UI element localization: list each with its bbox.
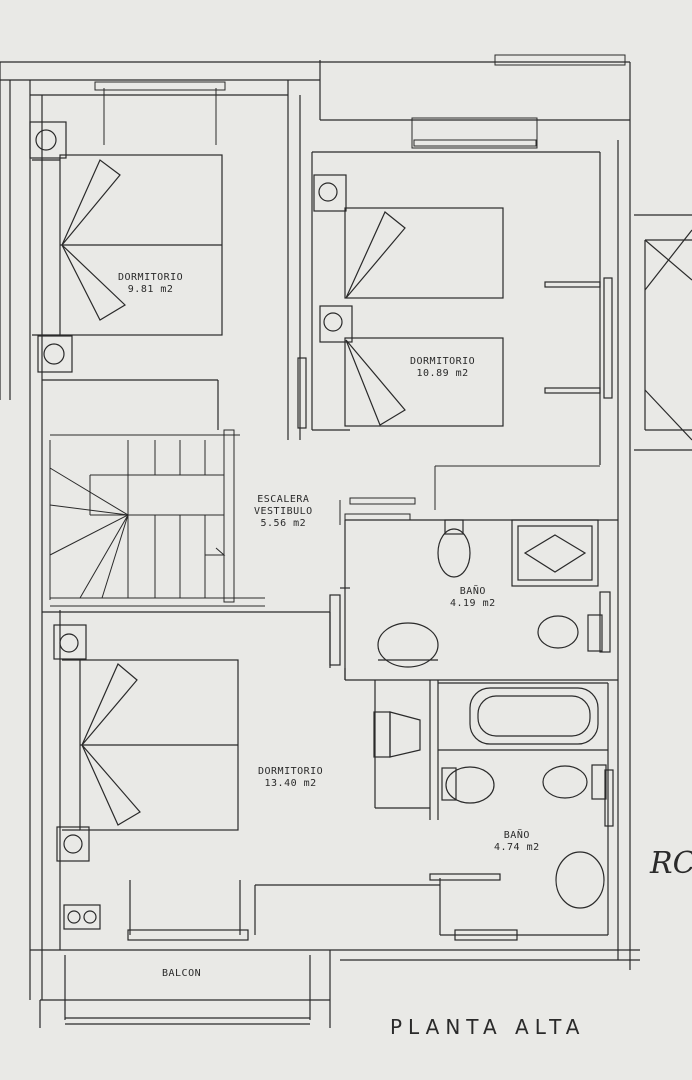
right-extension (634, 214, 692, 451)
stamp-mark: RC (650, 846, 692, 881)
room-subname: VESTIBULO (254, 506, 313, 517)
exterior-walls (0, 60, 640, 1028)
balcony (39, 955, 311, 1028)
room-area: 4.19 m2 (450, 598, 496, 609)
room-label-dormitorio-3: DORMITORIO 13.40 m2 (258, 766, 323, 790)
room-label-balcon: BALCON (162, 968, 201, 980)
room-name: BALCON (162, 968, 202, 979)
bathroom-1 (329, 519, 618, 681)
bathroom-2 (429, 682, 614, 941)
closet (373, 680, 439, 820)
room-area: 4.74 m2 (494, 842, 540, 853)
bedroom-2 (297, 151, 613, 465)
room-area: 5.56 m2 (260, 518, 307, 529)
top-windows (94, 54, 626, 149)
staircase (49, 429, 265, 607)
room-area: 10.89 m2 (416, 368, 469, 379)
room-label-escalera: ESCALERA VESTIBULO 5.56 m2 (254, 494, 313, 530)
room-area: 13.40 m2 (264, 778, 317, 789)
bedroom-3 (42, 610, 440, 950)
room-label-dormitorio-1: DORMITORIO 9.81 m2 (118, 272, 183, 296)
hall-doors (339, 465, 600, 525)
room-name: BAÑO (459, 586, 486, 597)
room-name: DORMITORIO (258, 766, 324, 777)
bedroom-1 (29, 121, 223, 430)
plan-title: PLANTA ALTA (390, 1015, 586, 1039)
room-name: DORMITORIO (410, 356, 476, 367)
room-label-bano-2: BAÑO 4.74 m2 (494, 830, 540, 854)
room-area: 9.81 m2 (127, 284, 174, 295)
room-label-dormitorio-2: DORMITORIO 10.89 m2 (410, 356, 475, 380)
room-name: DORMITORIO (118, 272, 184, 283)
room-name: ESCALERA (257, 494, 310, 505)
room-label-bano-1: BAÑO 4.19 m2 (450, 586, 496, 610)
room-name: BAÑO (503, 830, 530, 841)
